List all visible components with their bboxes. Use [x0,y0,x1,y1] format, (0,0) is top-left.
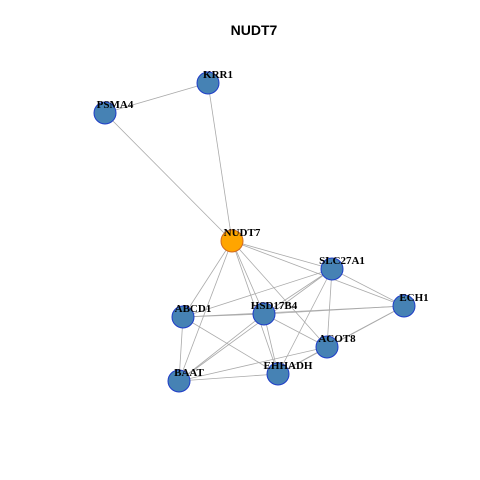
edge-nudt7-baat [178,240,233,382]
edge-slc27a1-acot8 [326,268,333,348]
edge-slc27a1-hsd17b4 [263,268,333,315]
edge-ehhadh-baat [178,373,279,382]
edge-nudt7-abcd1 [182,240,233,318]
node-psma4 [93,101,117,125]
nodes-layer [93,71,416,393]
edge-acot8-baat [178,346,328,382]
edge-nudt7-acot8 [231,240,328,348]
node-acot8 [315,335,339,359]
edge-slc27a1-ehhadh [277,268,333,375]
node-label-abcd1: ABCD1 [175,303,212,315]
edge-slc27a1-ech1 [331,268,405,307]
edge-nudt7-slc27a1 [231,240,333,270]
edge-psma4-nudt7 [104,112,233,242]
node-label-hsd17b4: HSD17B4 [251,300,298,312]
edge-hsd17b4-baat [178,313,265,382]
node-label-ech1: ECH1 [399,292,428,304]
edge-abcd1-ehhadh [182,316,279,375]
node-slc27a1 [320,257,344,281]
node-label-krr1: KRR1 [203,69,233,81]
edge-slc27a1-baat [178,268,333,382]
edge-krr1-nudt7 [207,82,233,242]
edge-psma4-krr1 [104,82,209,114]
node-hsd17b4 [252,302,276,326]
node-label-nudt7: NUDT7 [224,227,261,239]
edge-hsd17b4-abcd1 [182,313,265,318]
edge-slc27a1-abcd1 [182,268,333,318]
edge-ech1-abcd1 [182,305,405,318]
node-ech1 [392,294,416,318]
node-nudt7 [220,229,244,253]
node-label-acot8: ACOT8 [318,333,356,345]
node-label-slc27a1: SLC27A1 [319,255,365,267]
graph-title: NUDT7 [231,22,278,38]
node-label-baat: BAAT [174,367,204,379]
node-label-psma4: PSMA4 [97,99,134,111]
edge-nudt7-hsd17b4 [231,240,265,315]
node-label-ehhadh: EHHADH [264,360,313,372]
edge-hsd17b4-acot8 [263,313,328,348]
node-ehhadh [266,362,290,386]
node-krr1 [196,71,220,95]
node-baat [167,369,191,393]
node-abcd1 [171,305,195,329]
